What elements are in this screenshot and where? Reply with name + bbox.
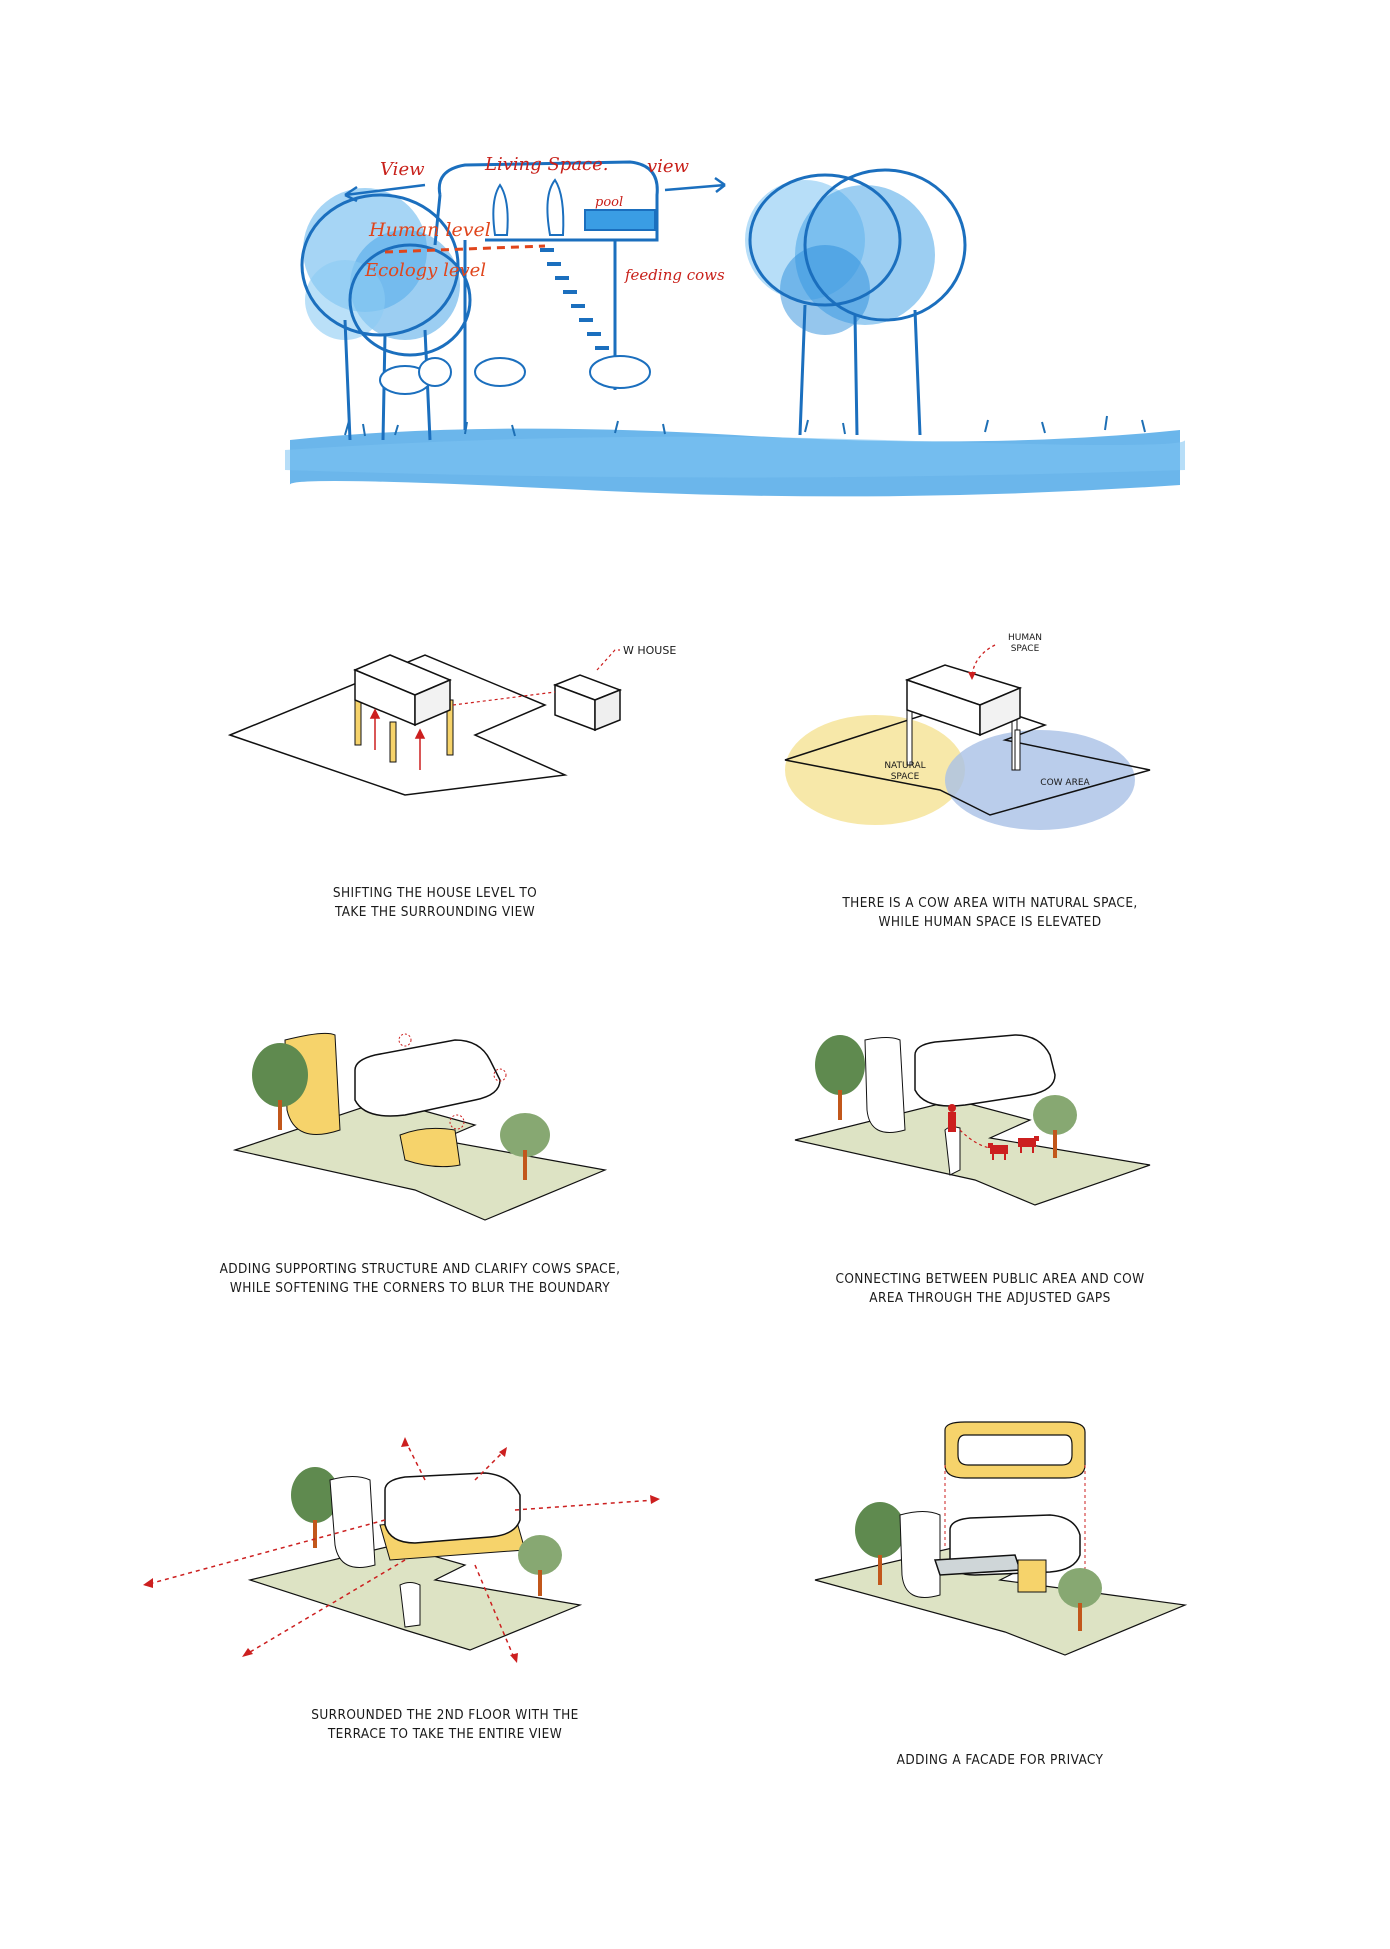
- view-arrows: [144, 1439, 656, 1661]
- human-space-arrow: [971, 644, 996, 676]
- facade-ring: [944, 1421, 1086, 1479]
- label-living-space: Living Space.: [484, 154, 609, 175]
- step6-caption: ADDING A FACADE FOR PRIVACY: [896, 1752, 1104, 1768]
- tree-left: [291, 1467, 339, 1548]
- grass-strokes: [344, 415, 1146, 437]
- step1-caption: SHIFTING THE HOUSE LEVEL TO TAKE THE SUR…: [332, 885, 538, 920]
- step5-drawing: [143, 1437, 660, 1663]
- house-box: [933, 1514, 1081, 1576]
- label-cow-area: COW AREA: [1040, 778, 1090, 788]
- house-box: [914, 1034, 1056, 1107]
- natural-space-blob: [785, 715, 965, 825]
- cow-area-blob: [945, 730, 1135, 830]
- tree-left: [855, 1502, 905, 1585]
- w-house-box: [552, 674, 623, 732]
- house-box: [354, 1039, 501, 1117]
- label-ecology-level: Ecology level: [364, 260, 486, 281]
- label-pool: pool: [595, 195, 623, 210]
- label-view-right: view: [647, 156, 690, 177]
- step5-caption: SURROUNDED THE 2ND FLOOR WITH THE TERRAC…: [311, 1707, 579, 1742]
- living-box: [433, 160, 659, 430]
- tree-right: [500, 1113, 550, 1180]
- white-walls: [329, 1476, 421, 1628]
- step6-diagram: [800, 1420, 1200, 1680]
- label-human-level: Human level: [368, 219, 491, 241]
- tree-right: [1058, 1568, 1102, 1631]
- step1-drawing: W HOUSE: [227, 644, 676, 796]
- ground-wash: [285, 436, 1185, 478]
- label-w-house: W HOUSE: [623, 644, 676, 657]
- human-figure: [948, 1104, 956, 1132]
- cows: [379, 355, 651, 395]
- house-box: [353, 654, 452, 727]
- w-house-link: [452, 691, 556, 706]
- corner-marker: [493, 1068, 507, 1082]
- step3-diagram: [225, 1020, 625, 1230]
- step4-drawing: [794, 1034, 1151, 1206]
- facade-panel: [1017, 1559, 1047, 1593]
- right-trees: [745, 168, 967, 436]
- label-human-space-line2: SPACE: [1011, 644, 1040, 654]
- tree-right: [518, 1535, 562, 1596]
- step4-caption: CONNECTING BETWEEN PUBLIC AREA AND COW A…: [835, 1271, 1145, 1306]
- step1-diagram: W HOUSE: [225, 630, 685, 800]
- house-box: [904, 664, 1023, 737]
- tree-left: [815, 1035, 865, 1120]
- cow-icons: [988, 1136, 1039, 1160]
- view-arrowheads: [143, 1437, 660, 1663]
- facade-drop-lines: [944, 1465, 1086, 1570]
- left-trees: [300, 188, 472, 441]
- tree-right: [1033, 1095, 1077, 1158]
- white-walls: [899, 1511, 941, 1598]
- white-walls: [864, 1037, 961, 1176]
- step6-drawing: [814, 1421, 1188, 1656]
- human-figures: [492, 178, 565, 236]
- step3-drawing: [232, 1032, 608, 1221]
- label-natural-space-line1: NATURAL: [884, 761, 925, 771]
- flow-arrow: [959, 1129, 991, 1149]
- tree-left: [252, 1043, 308, 1130]
- columns: [354, 699, 454, 763]
- view-arrow-left: [344, 183, 426, 203]
- corner-marker: [449, 1114, 465, 1130]
- view-arrow-right: [664, 176, 726, 193]
- site-plane: [794, 1099, 1151, 1206]
- corner-marker: [398, 1033, 412, 1047]
- label-view-left: View: [380, 159, 425, 180]
- lift-arrows: [369, 708, 426, 770]
- concept-sketch-drawing: View Living Space. view Human level Ecol…: [285, 154, 1185, 497]
- concept-sketch: View Living Space. view Human level Ecol…: [285, 140, 1185, 510]
- w-house-leader: [596, 649, 620, 671]
- step4-diagram: [790, 1020, 1170, 1220]
- house-box: [384, 1472, 521, 1544]
- stairs: [540, 248, 609, 350]
- human-level-line: [384, 244, 546, 254]
- site-plane: [227, 654, 568, 796]
- step3-caption: ADDING SUPPORTING STRUCTURE AND CLARIFY …: [219, 1261, 621, 1296]
- step2-caption: THERE IS A COW AREA WITH NATURAL SPACE, …: [842, 895, 1138, 930]
- pool: [584, 209, 656, 231]
- label-feeding-cows: feeding cows: [624, 266, 725, 284]
- step5-diagram: [135, 1435, 675, 1675]
- label-human-space-line1: HUMAN: [1008, 633, 1042, 643]
- human-space-arrowhead: [968, 672, 976, 680]
- label-natural-space-line2: SPACE: [891, 772, 920, 782]
